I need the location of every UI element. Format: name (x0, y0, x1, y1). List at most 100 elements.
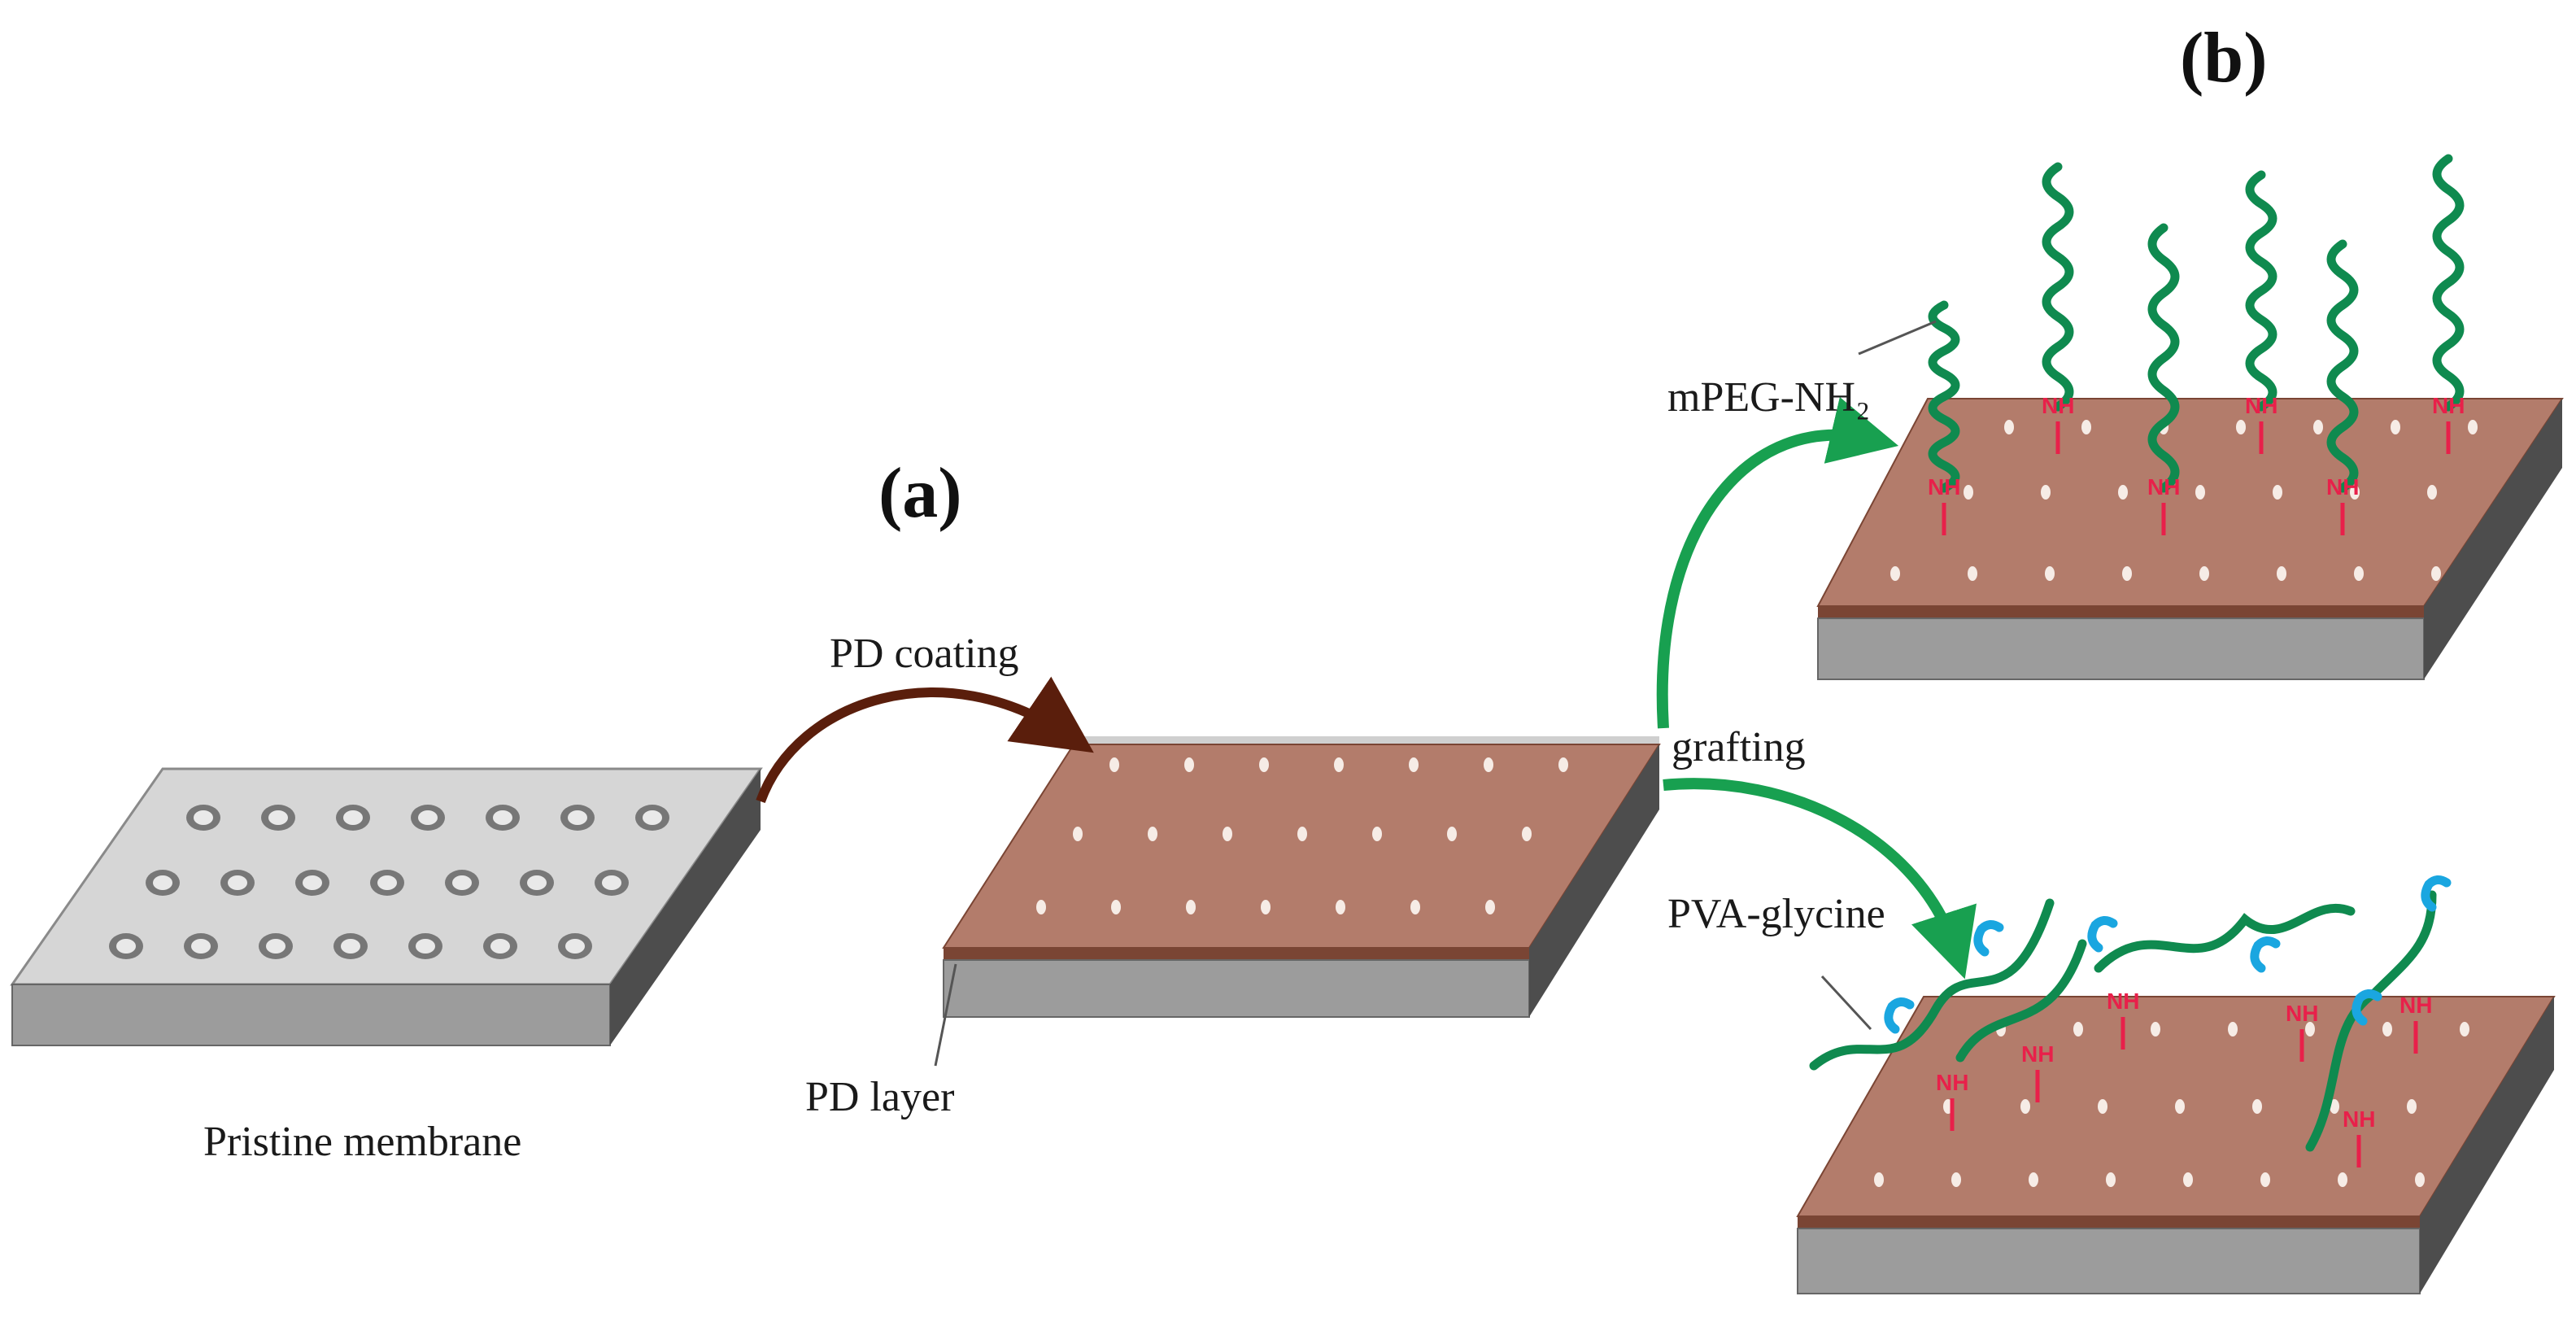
surface-dot (2330, 1099, 2339, 1114)
mpeg-grafted-membrane: NH NH NH NH NH NH (1816, 154, 2564, 680)
pore (411, 805, 445, 831)
polymer-chain (2432, 154, 2465, 412)
panel-label-b: (b) (2180, 19, 2268, 98)
surface-dot (2004, 420, 2014, 434)
grafting-arrow-up (1656, 397, 1899, 729)
amine-group: NH (2245, 393, 2277, 454)
surface-dot (1109, 757, 1119, 772)
surface-dot (1148, 827, 1157, 841)
pore (184, 933, 218, 959)
svg-text:NH: NH (2021, 1041, 2054, 1067)
surface-dot (1484, 757, 1493, 772)
surface-dot (2195, 485, 2205, 500)
pore (186, 805, 220, 831)
surface-dot (2020, 1099, 2030, 1114)
surface-dot (1223, 827, 1232, 841)
pore (336, 805, 370, 831)
pore (370, 870, 404, 896)
amine-group: NH (2042, 393, 2074, 454)
pd-layer-leader-line (934, 963, 957, 1067)
pd-surface-dots (1036, 757, 1568, 914)
surface-dot (2183, 1172, 2193, 1187)
surface-dot (2041, 485, 2051, 500)
surface-dot (1261, 900, 1271, 914)
pore (558, 933, 592, 959)
surface-dot (1297, 827, 1307, 841)
surface-dot (2382, 1022, 2392, 1037)
surface-dot (2427, 485, 2437, 500)
glycine-end-group (2250, 936, 2281, 973)
surface-dot (2029, 1172, 2038, 1187)
surface-dot (2045, 566, 2055, 581)
amine-group: NH (1928, 474, 1960, 535)
polymer-chain (2326, 239, 2359, 493)
amine-group: NH (2107, 988, 2139, 1050)
surface-dot (2354, 566, 2364, 581)
svg-text:NH: NH (2432, 393, 2465, 418)
svg-text:NH: NH (2399, 993, 2432, 1018)
pd-coating-arrow (756, 676, 1094, 804)
pristine-membrane-label: Pristine membrane (203, 1119, 521, 1165)
mpeg-chains: NH NH NH NH NH NH (1928, 154, 2465, 535)
surface-dot (2175, 1099, 2185, 1114)
surface-dot (1259, 757, 1269, 772)
svg-text:NH: NH (2326, 474, 2359, 500)
pore (295, 870, 329, 896)
mpeg-leader-line (1858, 320, 1937, 356)
surface-dot (1968, 566, 1977, 581)
amine-group: NH (2147, 474, 2180, 535)
surface-dot (1964, 485, 1973, 500)
surface-dot (2081, 420, 2091, 434)
surface-dot (2277, 566, 2286, 581)
amine-group: NH (2399, 993, 2432, 1054)
pristine-membrane (10, 767, 763, 1046)
surface-dot (2228, 1022, 2238, 1037)
pore (445, 870, 479, 896)
surface-dot (2431, 566, 2441, 581)
glycine-end-group (2352, 989, 2382, 1026)
amine-group: NH (1936, 1070, 1968, 1131)
surface-dot (1111, 900, 1121, 914)
polymer-chain (1809, 898, 2055, 1071)
polymer-chain (1928, 300, 1960, 493)
pore (261, 805, 295, 831)
surface-dot (2260, 1172, 2270, 1187)
pd-coating-label: PD coating (830, 631, 1019, 677)
pd-layer-label: PD layer (805, 1074, 954, 1120)
surface-dot (1184, 757, 1194, 772)
glycine-end-group (2087, 916, 2118, 953)
surface-dot (2098, 1099, 2107, 1114)
surface-dot (2236, 420, 2246, 434)
surface-dot (1186, 900, 1196, 914)
surface-dot (1522, 827, 1532, 841)
pore (408, 933, 442, 959)
svg-text:NH: NH (2107, 988, 2139, 1014)
glycine-end-group (1973, 920, 2004, 957)
surface-dot (2305, 1022, 2315, 1037)
surface-dot (1485, 900, 1495, 914)
surface-dot (1334, 757, 1344, 772)
polymer-chain (2245, 170, 2277, 412)
surface-dot (2391, 420, 2400, 434)
glycine-end-group (2421, 875, 2452, 912)
surface-dot (1951, 1172, 1961, 1187)
surface-dot (1372, 827, 1382, 841)
pore (635, 805, 669, 831)
surface-dot (2460, 1022, 2469, 1037)
surface-dot (1073, 827, 1083, 841)
svg-text:NH: NH (2343, 1106, 2375, 1132)
pore (146, 870, 180, 896)
svg-text:NH: NH (1936, 1070, 1968, 1095)
amine-group: NH (2021, 1041, 2054, 1102)
pd-surface-dots (1874, 1022, 2469, 1187)
pore (486, 805, 520, 831)
amine-group: NH (2326, 474, 2359, 535)
surface-dot (2252, 1099, 2262, 1114)
svg-text:NH: NH (2286, 1001, 2318, 1026)
surface-dot (2122, 566, 2132, 581)
surface-dot (2106, 1172, 2116, 1187)
surface-dot (1447, 827, 1457, 841)
pore (220, 870, 255, 896)
polymer-chain (2147, 223, 2180, 493)
